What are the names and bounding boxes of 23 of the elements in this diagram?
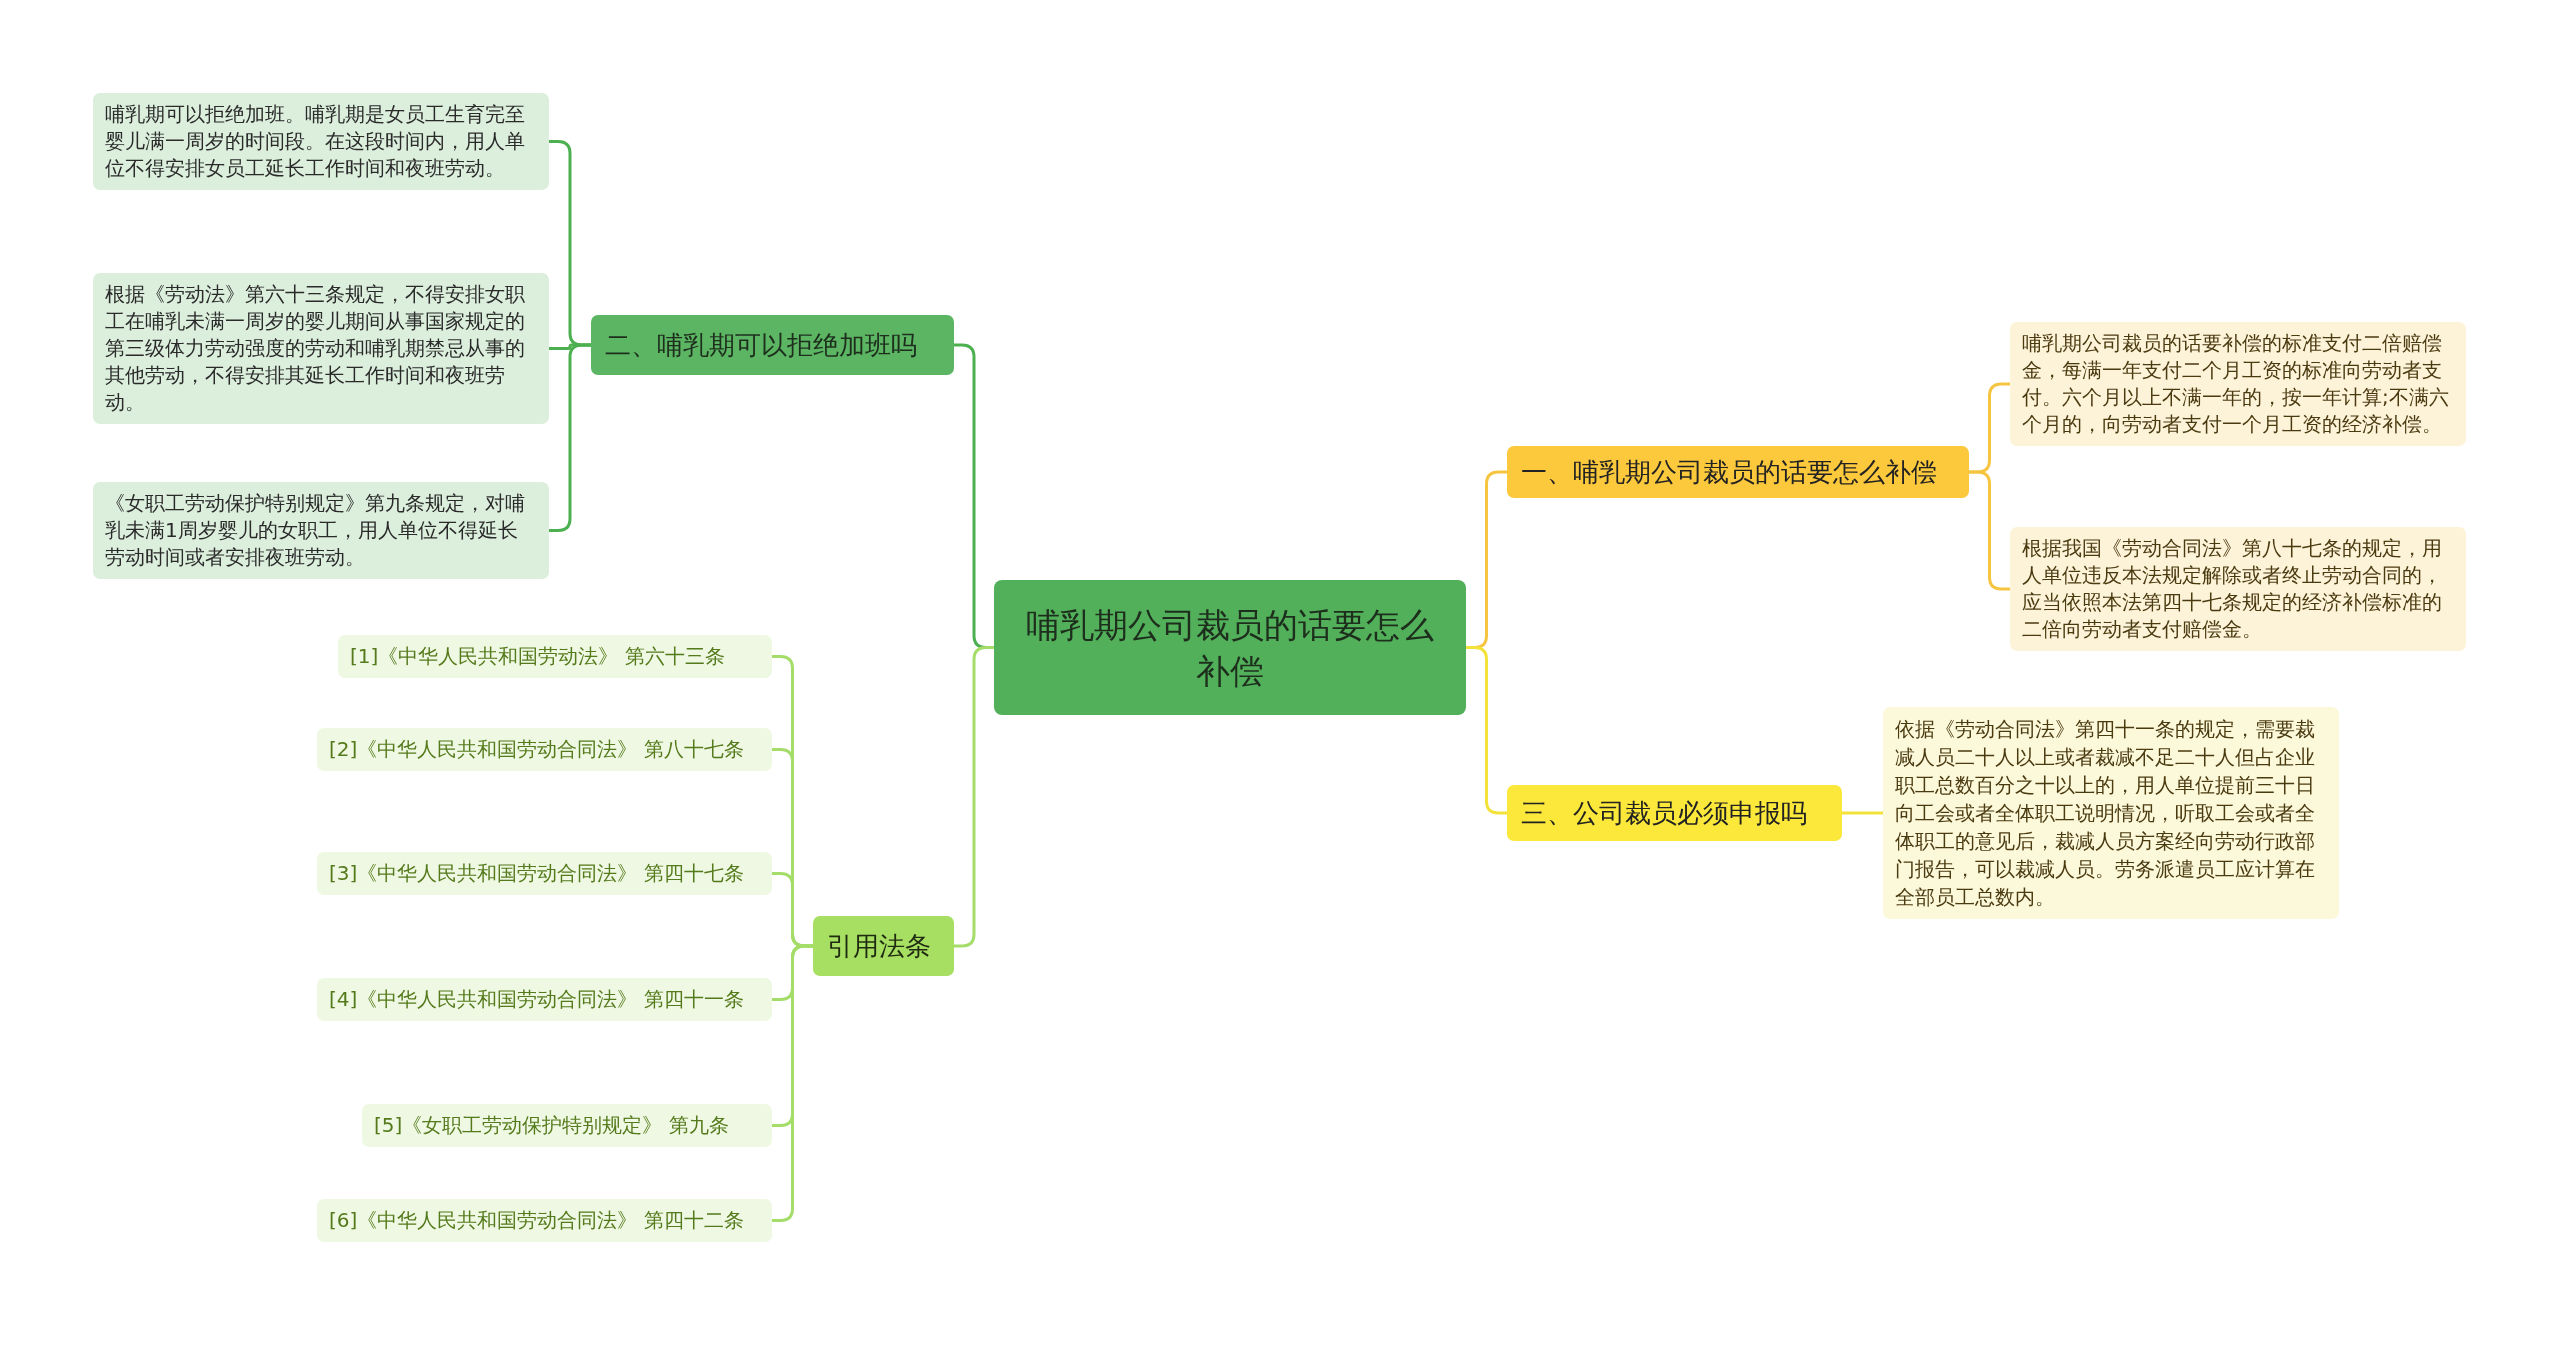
branch-topic-box: 一、哺乳期公司裁员的话要怎么补偿 [1507, 446, 1969, 498]
citation-box: [6]《中华人民共和国劳动合同法》 第四十二条 [317, 1199, 772, 1242]
note-box: 哺乳期公司裁员的话要补偿的标准支付二倍赔偿金，每满一年支付二个月工资的标准向劳动者支付。六个月以上不满一年的，按一年计算;不满六个月的，向劳动者支付一个月工资的经济补偿。 [2010, 322, 2466, 446]
connector-line [549, 343, 591, 532]
note-box: 《女职工劳动保护特别规定》第九条规定，对哺乳未满1周岁婴儿的女职工，用人单位不得延长劳动时间或者安排夜班劳动。 [93, 482, 549, 579]
branch-topic-box: 引用法条 [813, 916, 954, 976]
connector-line [954, 646, 994, 948]
citation-box: [2]《中华人民共和国劳动合同法》 第八十七条 [317, 728, 772, 771]
note-box: 根据我国《劳动合同法》第八十七条的规定，用人单位违反本法规定解除或者终止劳动合同的，应当依照本法第四十七条规定的经济补偿标准的二倍向劳动者支付赔偿金。 [2010, 527, 2466, 651]
citation-box: [5]《女职工劳动保护特别规定》 第九条 [362, 1104, 772, 1147]
note-box: 根据《劳动法》第六十三条规定，不得安排女职工在哺乳未满一周岁的婴儿期间从事国家规定的第三级体力劳动强度的劳动和哺乳期禁忌从事的其他劳动，不得安排其延长工作时间和夜班劳动。 [93, 273, 549, 424]
citation-box: [1]《中华人民共和国劳动法》 第六十三条 [338, 635, 772, 678]
connector-line [772, 944, 813, 1222]
connector-line [1969, 470, 2010, 591]
citation-box: [3]《中华人民共和国劳动合同法》 第四十七条 [317, 852, 772, 895]
central-topic-box: 哺乳期公司裁员的话要怎么补偿 [994, 580, 1466, 715]
citation-box: [4]《中华人民共和国劳动合同法》 第四十一条 [317, 978, 772, 1021]
connector-line [1842, 811, 1883, 815]
note-box: 依据《劳动合同法》第四十一条的规定，需要裁减人员二十人以上或者裁减不足二十人但占企业职工总数百分之十以上的，用人单位提前三十日向工会或者全体职工说明情况，听取工会或者全体职工的意见后，裁减人员方案经向劳动行政部门报告，可以裁减人员。劳务派遣员工应计算在全部员工总数内。 [1883, 707, 2339, 919]
note-box: 哺乳期可以拒绝加班。哺乳期是女员工生育完至婴儿满一周岁的时间段。在这段时间内，用人单位不得安排女员工延长工作时间和夜班劳动。 [93, 93, 549, 190]
connector-line [1466, 646, 1507, 815]
branch-topic-box: 二、哺乳期可以拒绝加班吗 [591, 315, 954, 375]
branch-topic-box: 三、公司裁员必须申报吗 [1507, 785, 1842, 841]
